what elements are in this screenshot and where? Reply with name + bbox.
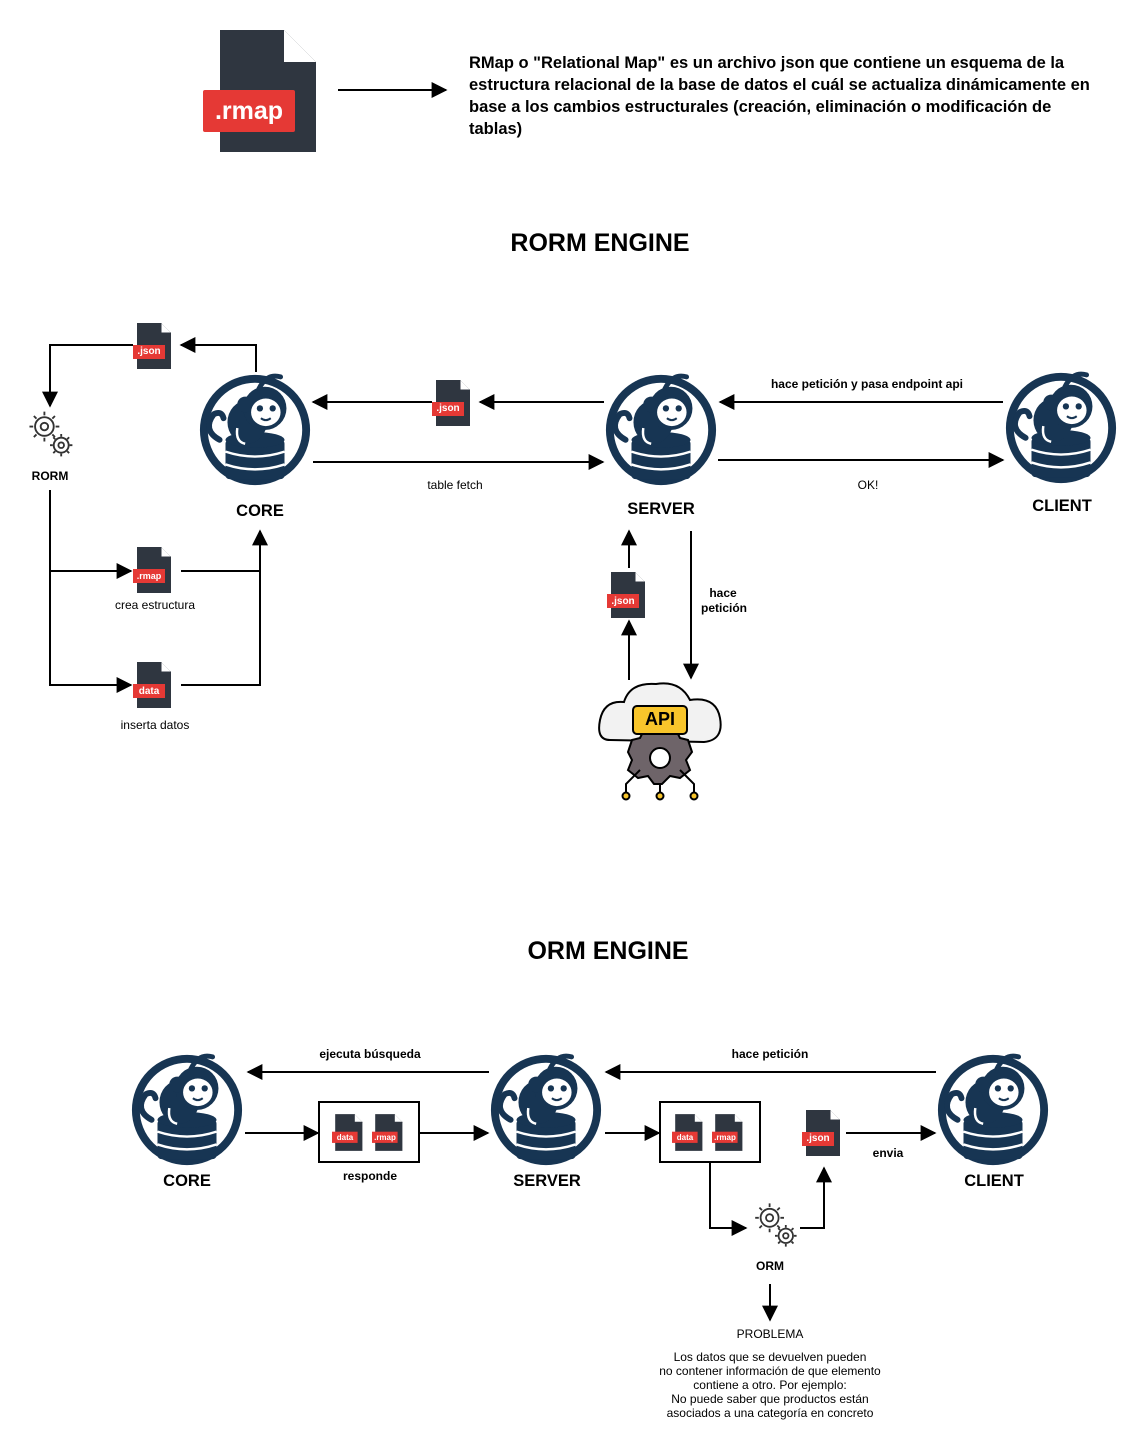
big-rmap-badge: .rmap <box>214 97 284 125</box>
orm-client-logo <box>942 1056 1044 1161</box>
problem-line: Los datos que se devuelven pueden <box>673 1350 867 1364</box>
orm-json-badge: .json <box>806 1133 830 1144</box>
orm-arrows <box>245 1064 937 1322</box>
request-label: hace petición <box>731 1047 809 1061</box>
problem-line: contiene a otro. Por ejemplo: <box>693 1378 847 1392</box>
create-structure-label: crea estructura <box>114 598 196 612</box>
sends-label: envia <box>872 1146 904 1160</box>
rorm-json-badge-core: .json <box>436 403 460 414</box>
problem-line: no contener información de que elemento <box>659 1364 881 1378</box>
api-request-label-line1: hace <box>709 586 737 600</box>
api-cloud-gear-icon <box>598 682 722 801</box>
rorm-json-file-icon-api <box>607 572 646 618</box>
table-fetch-label: table fetch <box>427 478 483 492</box>
orm-server-label: SERVER <box>513 1172 581 1190</box>
rorm-core-label: CORE <box>236 502 284 520</box>
orm-data-badge-1: data <box>336 1133 354 1142</box>
rorm-client-label: CLIENT <box>1032 497 1092 515</box>
rorm-rmap-file-icon <box>133 547 172 593</box>
orm-rmap-badge-2: .rmap <box>714 1133 736 1142</box>
orm-client-label: CLIENT <box>964 1172 1024 1190</box>
execute-search-label: ejecuta búsqueda <box>319 1047 421 1061</box>
rorm-label: RORM <box>31 469 69 483</box>
orm-core-logo <box>136 1056 238 1161</box>
problem-description: Los datos que se devuelven pueden no con… <box>620 1350 920 1420</box>
orm-label: ORM <box>756 1259 784 1273</box>
rorm-data-file-icon <box>133 662 172 708</box>
rorm-json-badge-api: .json <box>611 596 635 607</box>
request-endpoint-label: hace petición y pasa endpoint api <box>770 377 964 391</box>
problem-title: PROBLEMA <box>736 1327 804 1341</box>
rorm-data-badge: data <box>138 686 160 697</box>
rorm-server-label: SERVER <box>627 500 695 518</box>
orm-data-badge-2: data <box>676 1133 694 1142</box>
orm-core-label: CORE <box>163 1172 211 1190</box>
rorm-rmap-badge: .rmap <box>136 571 162 581</box>
rmap-description: RMap o "Relational Map" es un archivo js… <box>469 54 1090 138</box>
rorm-client-logo <box>1010 374 1112 479</box>
rorm-server-logo <box>610 376 712 481</box>
api-request-label-line2: petición <box>700 601 747 615</box>
orm-engine-title: ORM ENGINE <box>527 937 689 965</box>
orm-server-logo <box>495 1056 597 1161</box>
orm-gears-icon <box>754 1202 798 1248</box>
rorm-engine-title: RORM ENGINE <box>510 229 690 257</box>
orm-rmap-badge-1: .rmap <box>374 1133 396 1142</box>
rorm-gears-icon <box>28 410 74 458</box>
problem-line: asociados a una categoría en concreto <box>666 1406 874 1420</box>
ok-label: OK! <box>857 478 879 492</box>
api-badge: API <box>644 709 675 729</box>
rorm-arrows <box>42 337 1005 693</box>
rorm-json-badge-top: .json <box>137 346 161 357</box>
rmap-big-file-icon <box>203 30 316 152</box>
insert-data-label: inserta datos <box>120 718 190 732</box>
rorm-core-logo <box>204 376 306 481</box>
responds-label: responde <box>342 1169 397 1183</box>
problem-line: No puede saber que productos están <box>671 1392 869 1406</box>
